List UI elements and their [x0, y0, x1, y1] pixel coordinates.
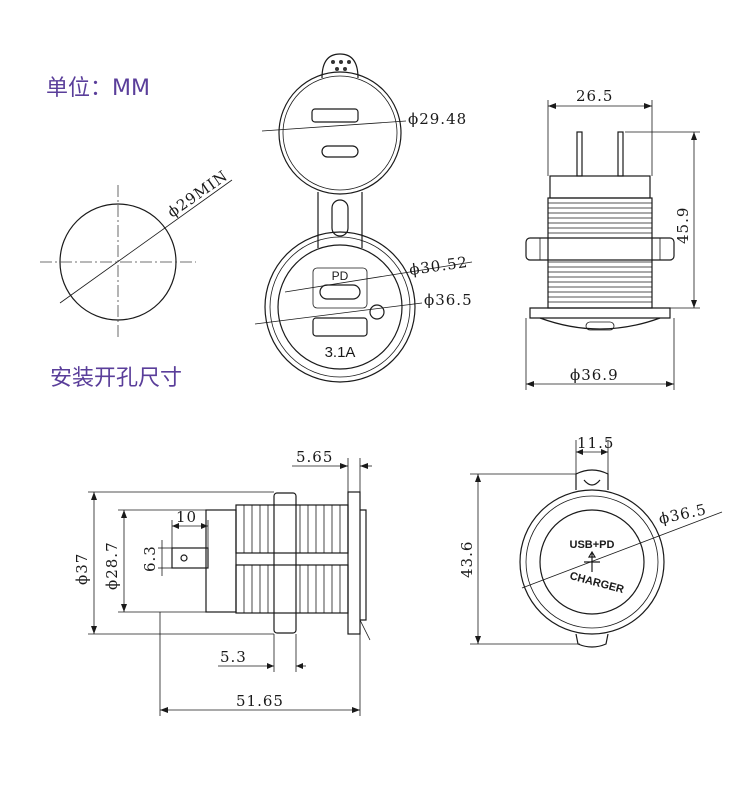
terminal-blade: [171, 547, 209, 569]
flange-plate: [347, 491, 361, 635]
dim-bottom-length: 51.65: [236, 692, 284, 710]
terminal-hole: [180, 554, 188, 562]
thread-lower: [235, 564, 349, 614]
charger-marking: CHARGER: [568, 570, 625, 596]
front-outer: [519, 489, 665, 635]
cap-dia-leader: [261, 120, 407, 132]
flange: [529, 307, 671, 319]
bezel-mid: [269, 236, 411, 378]
cap-latch: [585, 321, 615, 331]
body-top: [549, 175, 651, 199]
dim-front-width: 11.5: [577, 434, 614, 452]
front-face: [539, 509, 645, 615]
dim-front-dia: ϕ36.5: [657, 500, 708, 528]
terminal-left: [576, 131, 583, 177]
cap-tab: [321, 53, 359, 79]
dim-bottom-plate: 5.3: [220, 648, 247, 666]
dim-cap-dia: ϕ29.48: [408, 110, 467, 128]
hole-dia-leader: [59, 179, 233, 304]
unit-label: 单位：MM: [46, 76, 150, 101]
face-dia-leader: [284, 261, 473, 293]
bezel-outer: [264, 231, 416, 383]
cap-edge: [360, 509, 367, 621]
nut-side: [273, 492, 297, 634]
dim-bezel-dia: ϕ36.5: [424, 291, 473, 309]
socket-face: [277, 244, 403, 370]
dim-front-height: 43.6: [458, 541, 476, 578]
front-view: USB+PD CHARGER 11.5 43.6 ϕ36.5: [458, 434, 723, 648]
dim-bottom-small: 6.3: [141, 545, 159, 572]
cap-inner-circle: [282, 75, 398, 191]
thread-vlines: [243, 505, 341, 613]
dim-side-flange: ϕ36.9: [570, 366, 619, 384]
front-dia-leader: [521, 511, 723, 589]
dim-face-dia: ϕ30.52: [408, 253, 469, 279]
tab-dot: [335, 67, 339, 71]
dim-bottom-body: ϕ28.7: [103, 541, 121, 590]
front-mid: [525, 495, 659, 629]
usb-c-port: [319, 284, 361, 300]
cap-curve: [539, 317, 661, 330]
thread-lines: [548, 202, 652, 303]
tab-dot: [331, 60, 335, 64]
mounting-hole-view: ϕ29MIN: [40, 167, 233, 340]
bezel-dia-leader: [254, 302, 423, 325]
led-indicator: [369, 304, 385, 320]
cap-usb-a-plug: [311, 108, 359, 123]
pd-marking: PD: [332, 269, 349, 283]
front-tab-bottom: [575, 633, 609, 648]
hole-caption: 安装开孔尺寸: [50, 366, 183, 391]
tab-dot: [343, 67, 347, 71]
dim-bottom-nut: 5.65: [296, 448, 333, 466]
thread-upper: [235, 504, 349, 554]
cap-usb-c-plug: [321, 145, 359, 158]
usb-a-port: [312, 317, 368, 337]
amps-marking: 3.1A: [325, 344, 356, 361]
top-view: ϕ29.48 PD 3.1A ϕ30.52 ϕ36.5: [254, 53, 473, 383]
threaded-body: [547, 197, 653, 309]
usb-symbol-icon: [584, 550, 600, 572]
side-view: 26.5 45.9 ϕ36.9: [525, 87, 700, 390]
tab-dot: [347, 60, 351, 64]
dim-side-height: 45.9: [674, 207, 692, 244]
usb-pd-marking: USB+PD: [570, 539, 615, 551]
dim-hole-dia: ϕ29MIN: [164, 167, 231, 222]
front-tab-top: [575, 469, 609, 490]
cap-circle: [278, 71, 402, 195]
dim-bottom-overall-dia: ϕ37: [73, 553, 91, 585]
dim-side-width: 26.5: [576, 87, 613, 105]
rear-body: [205, 509, 237, 613]
front-tab-notch: [583, 479, 601, 486]
terminal-right: [617, 131, 624, 177]
strap-hole: [331, 199, 349, 237]
pd-area: [312, 267, 368, 309]
nut: [525, 237, 675, 261]
dim-bottom-term: 10: [176, 508, 197, 526]
bottom-side-view: 5.65 10 6.3 ϕ28.7 ϕ37 5.3 51.65: [73, 448, 372, 716]
tab-dot: [339, 60, 343, 64]
cap-hinge: [359, 619, 371, 641]
